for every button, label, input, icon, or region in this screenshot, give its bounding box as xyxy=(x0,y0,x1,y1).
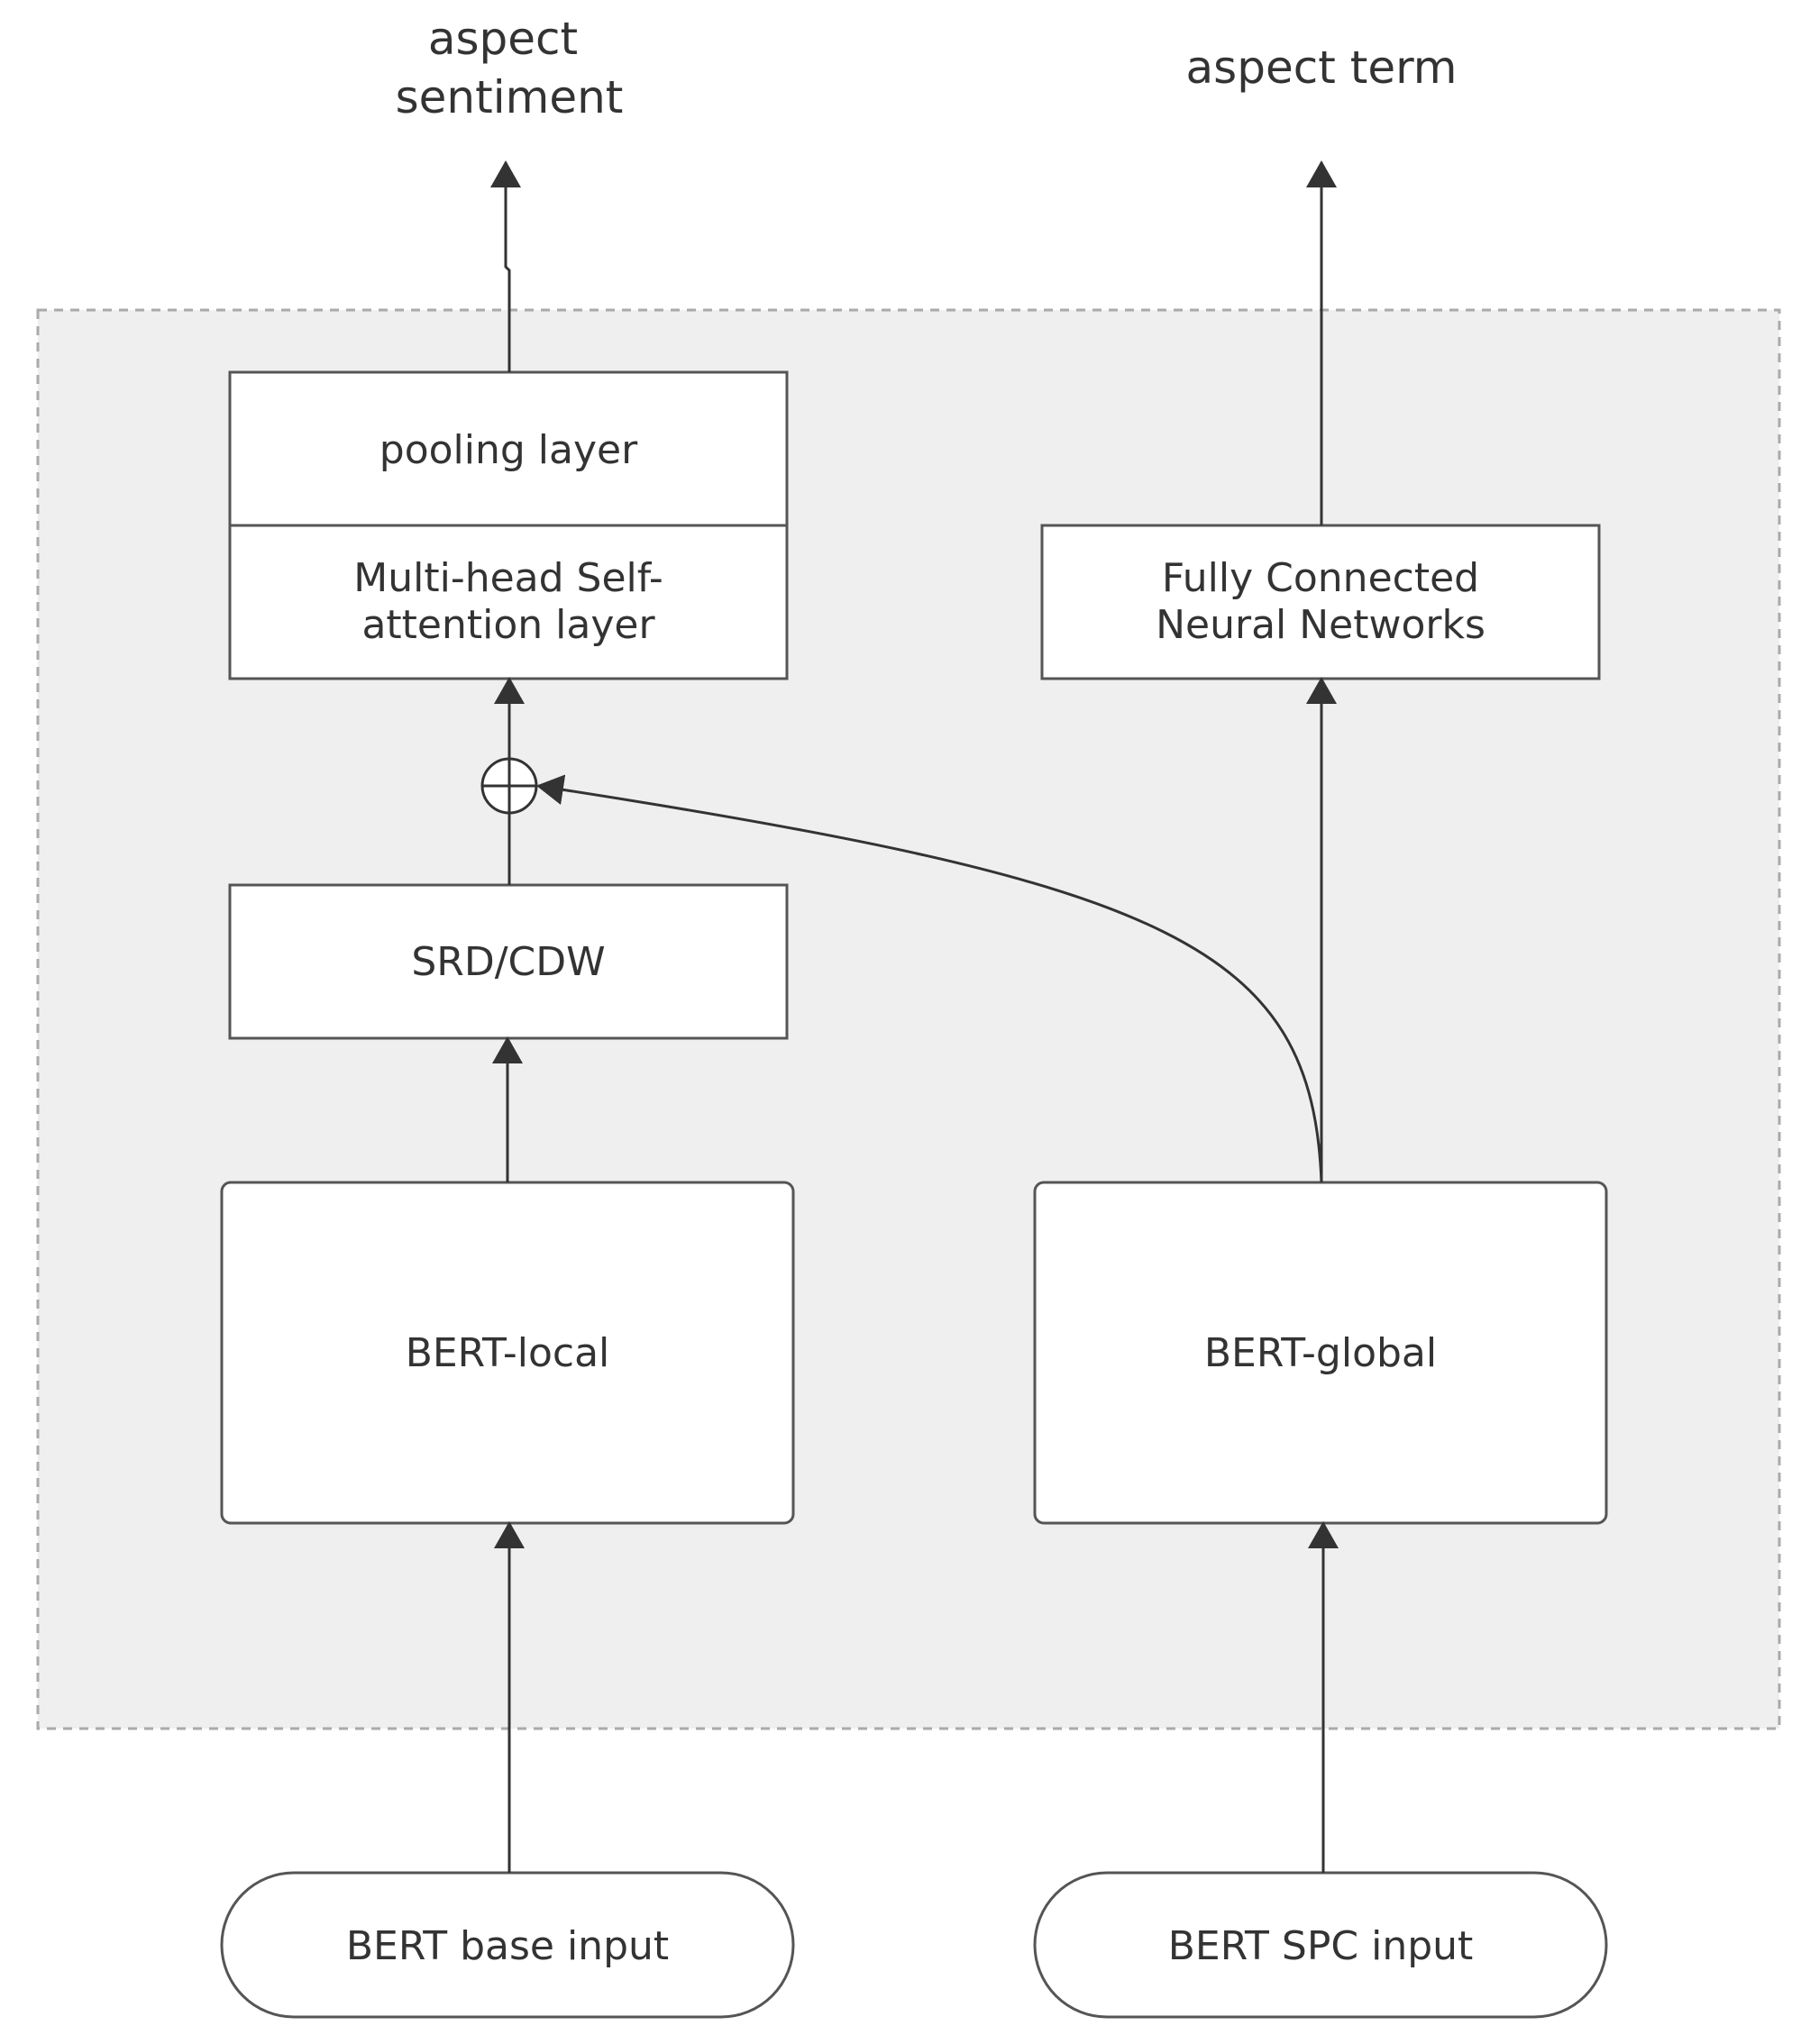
srd-cdw-box xyxy=(228,883,789,1040)
bert-spc-input-box xyxy=(1033,1871,1608,2019)
srd-cdw-label: SRD/CDW xyxy=(411,939,605,985)
multi-head-attention-box xyxy=(228,524,789,680)
arrow-pooling-to-aspect-sentiment xyxy=(490,160,521,372)
aspect-sentiment-label-line1: aspect xyxy=(428,13,578,65)
bert-base-input-box xyxy=(220,1871,795,2019)
fully-connected-label-line2: Neural Networks xyxy=(1156,602,1485,648)
pooling-layer-label: pooling layer xyxy=(379,427,638,473)
bert-base-input-label: BERT base input xyxy=(346,1923,669,1969)
fully-connected-box xyxy=(1040,524,1601,680)
bert-spc-input-label: BERT SPC input xyxy=(1168,1923,1474,1969)
bert-global-label: BERT-global xyxy=(1204,1330,1437,1376)
attention-label-line1: Multi-head Self- xyxy=(353,555,663,601)
concat-plus-icon xyxy=(480,757,538,815)
aspect-term-label: aspect term xyxy=(1186,41,1458,94)
fully-connected-label-line1: Fully Connected xyxy=(1162,555,1479,601)
bert-local-label: BERT-local xyxy=(406,1330,610,1376)
pooling-layer-box xyxy=(228,370,789,527)
arrow-bert-global-to-concat xyxy=(536,774,1323,1183)
aspect-sentiment-label-line2: sentiment xyxy=(396,71,624,123)
attention-label-line2: attention layer xyxy=(361,602,655,648)
